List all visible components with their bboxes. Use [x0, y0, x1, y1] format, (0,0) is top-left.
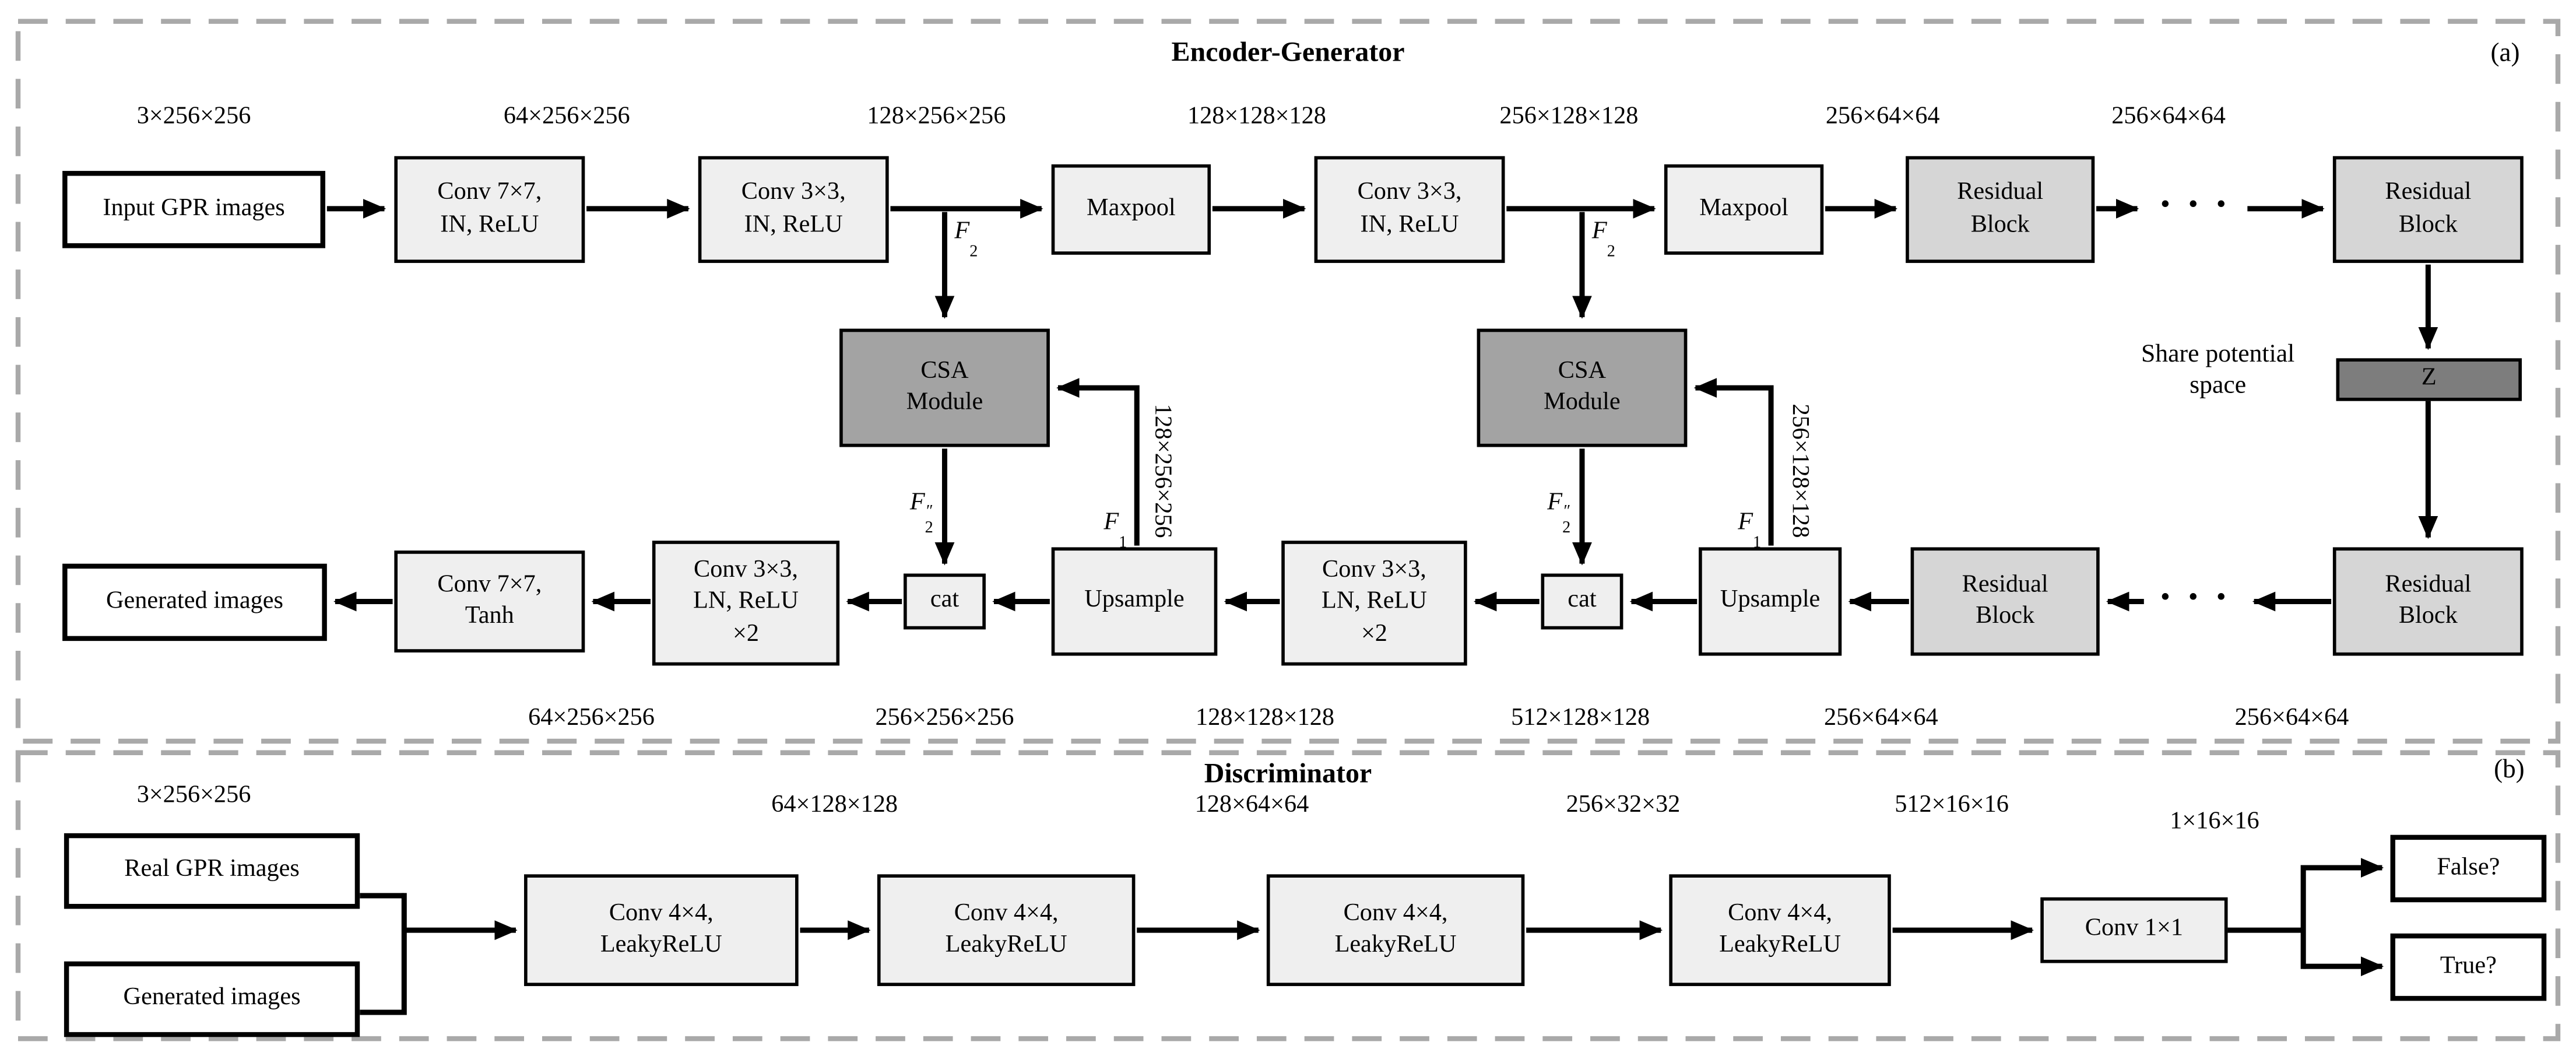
dim-label: 512×128×128: [1511, 705, 1650, 732]
dim-label: 64×256×256: [503, 103, 630, 130]
node-conv3-in-relu-2: Conv 3×3, IN, ReLU: [1314, 156, 1505, 263]
node-residual-block-enc-2: Residual Block: [2332, 156, 2524, 263]
node-conv4-leakyrelu-3: Conv 4×4, LeakyReLU: [1266, 874, 1525, 986]
panel-b-tag: (b): [2494, 756, 2525, 784]
node-residual-block-dec-2: Residual Block: [2332, 547, 2524, 656]
node-cat-2: cat: [1541, 573, 1623, 630]
node-csa-module-2: CSA Module: [1477, 328, 1688, 447]
node-generated-images: Generated images: [62, 563, 327, 641]
dim-label: 256×64×64: [2234, 705, 2349, 732]
feature-label-f2pp-1: F″2: [909, 489, 933, 537]
dim-label: 256×64×64: [1824, 705, 1938, 732]
panel-a-tag: (a): [2490, 39, 2520, 68]
panel-b-border: [15, 750, 2561, 1042]
node-cat-1: cat: [904, 573, 986, 630]
share-potential-space-label: Share potential space: [2141, 340, 2295, 400]
feature-label-f2pp-2: F″2: [1547, 489, 1571, 537]
node-conv3-in-relu-1: Conv 3×3, IN, ReLU: [698, 156, 889, 263]
dim-label: 128×256×256: [867, 103, 1006, 130]
node-conv3-ln-relu-1: Conv 3×3, LN, ReLU ×2: [652, 541, 840, 666]
dim-label: 64×128×128: [771, 792, 898, 819]
node-conv4-leakyrelu-2: Conv 4×4, LeakyReLU: [877, 874, 1136, 986]
node-true-output: True?: [2390, 933, 2547, 1001]
node-real-gpr-images: Real GPR images: [64, 833, 360, 909]
dim-label: 256×64×64: [1825, 103, 1940, 130]
node-csa-module-1: CSA Module: [839, 328, 1050, 447]
ellipsis-decoder: • • •: [2160, 585, 2232, 612]
dim-label: 256×256×256: [875, 705, 1014, 732]
dim-label: 256×128×128: [1499, 103, 1639, 130]
node-conv4-leakyrelu-1: Conv 4×4, LeakyReLU: [524, 874, 799, 986]
node-upsample-2: Upsample: [1699, 547, 1842, 656]
node-false-output: False?: [2390, 834, 2547, 903]
panel-a-border: [15, 19, 2561, 744]
node-maxpool-1: Maxpool: [1051, 164, 1211, 255]
dim-label: 64×256×256: [528, 705, 655, 732]
dim-label: 512×16×16: [1895, 792, 2009, 819]
dim-label: 256×32×32: [1566, 792, 1681, 819]
node-conv3-ln-relu-2: Conv 3×3, LN, ReLU ×2: [1281, 541, 1467, 666]
node-generated-images-disc: Generated images: [64, 961, 360, 1037]
dim-label: 128×128×128: [1196, 705, 1334, 732]
node-conv1x1: Conv 1×1: [2040, 897, 2228, 963]
node-conv7-in-relu: Conv 7×7, IN, ReLU: [394, 156, 585, 263]
skip-dim-label-vertical-2: 256×128×128: [1786, 404, 1813, 538]
dim-label: 128×128×128: [1187, 103, 1326, 130]
dim-label: 3×256×256: [136, 782, 251, 809]
panel-b-title: Discriminator: [1204, 758, 1372, 789]
ellipsis-encoder: • • •: [2160, 192, 2232, 219]
node-conv7-tanh: Conv 7×7, Tanh: [394, 550, 585, 653]
node-residual-block-dec-1: Residual Block: [1910, 547, 2100, 656]
node-upsample-1: Upsample: [1051, 547, 1218, 656]
panel-a-title: Encoder-Generator: [1171, 36, 1405, 68]
node-residual-block-enc-1: Residual Block: [1906, 156, 2095, 263]
dim-label: 256×64×64: [2111, 103, 2226, 130]
node-input-gpr-images: Input GPR images: [62, 171, 326, 248]
node-latent-z: Z: [2336, 358, 2522, 401]
skip-dim-label-vertical-1: 128×256×256: [1149, 404, 1176, 538]
dim-label: 128×64×64: [1194, 792, 1309, 819]
node-maxpool-2: Maxpool: [1664, 164, 1824, 255]
node-conv4-leakyrelu-4: Conv 4×4, LeakyReLU: [1669, 874, 1891, 986]
dim-label: 1×16×16: [2170, 808, 2259, 835]
dim-label: 3×256×256: [136, 103, 251, 130]
